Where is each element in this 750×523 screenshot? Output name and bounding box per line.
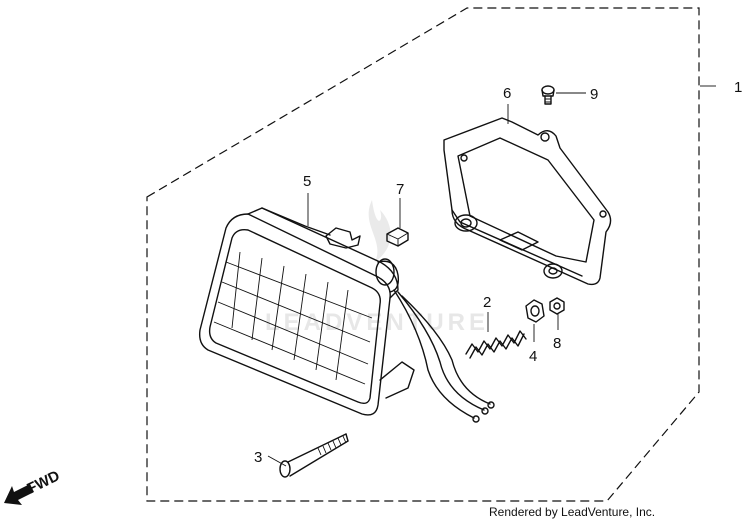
clip-nut-part [386, 227, 409, 247]
fwd-arrow-icon [4, 484, 34, 505]
headlight-case [443, 117, 612, 286]
watermark-flame-icon [368, 200, 391, 262]
bolt-part [279, 433, 349, 478]
fwd-label: FWD [24, 467, 62, 497]
callout-4: 4 [529, 348, 537, 365]
leader-lines [267, 85, 716, 467]
render-credit: Rendered by LeadVenture, Inc. [489, 505, 656, 519]
callout-2: 2 [483, 294, 491, 311]
callout-3: 3 [254, 449, 262, 466]
screw-part [541, 85, 555, 105]
callout-7: 7 [396, 181, 404, 198]
assembly-boundary [146, 7, 700, 502]
small-nut-part [549, 297, 565, 315]
callout-6: 6 [503, 85, 511, 102]
callout-1: 1 [734, 79, 742, 96]
nut-part [525, 299, 545, 323]
callout-5: 5 [303, 173, 311, 190]
spring-part [465, 330, 527, 359]
watermark-text: LEADVENTURE [265, 309, 489, 336]
callout-8: 8 [553, 335, 561, 352]
headlight-unit [198, 207, 495, 423]
callout-9: 9 [590, 86, 598, 103]
fwd-direction-indicator: FWD [4, 467, 63, 505]
